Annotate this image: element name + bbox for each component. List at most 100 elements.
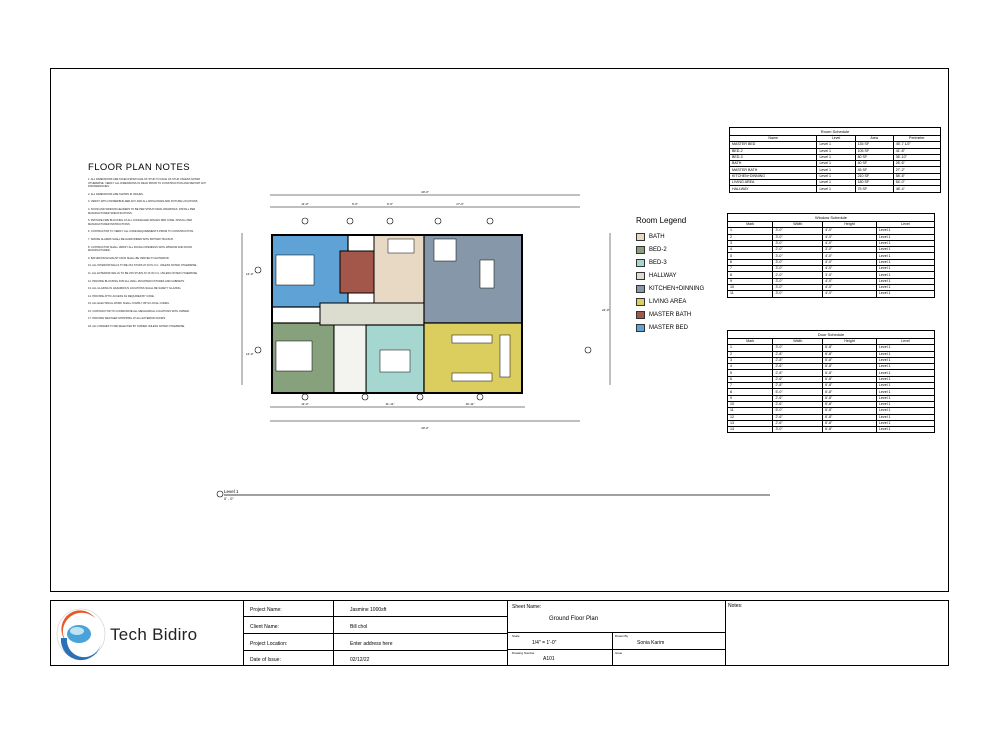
table-cell: Level 1 <box>875 375 936 384</box>
dim-bottom-2: 11'-11" <box>386 402 395 406</box>
company-name: Tech Bidiro <box>110 625 198 644</box>
legend-label: MASTER BATH <box>649 311 692 318</box>
dim-top-1: 11'-0" <box>301 202 308 206</box>
note-item: 16. CONTRACTOR TO COORDINATE ALL MECHANI… <box>88 309 190 313</box>
notes-list: 1. ALL DIMENSIONS ARE TAKEN FROM FACE OF… <box>88 178 208 329</box>
table-cell: Level 1 <box>875 283 936 292</box>
note-item: 5. PROVIDE FIRE BLOCKING AT ALL CONCEALE… <box>88 219 192 226</box>
dim-bottom-3: 16'-11" <box>465 402 474 406</box>
tb-divider-3 <box>725 600 726 666</box>
value-project-name: Jasmine 1000sft <box>350 607 387 613</box>
table-cell: Level 1 <box>875 419 936 428</box>
note-item: 14. PROVIDE ATTIC ACCESS AS REQUIRED BY … <box>88 294 155 298</box>
label-date-of-issue: Date of Issue: <box>250 657 281 663</box>
dim-side-1: 12'-0" <box>246 272 254 276</box>
note-item: 3. VERIFY WITH OWNER/BUILDER ANY AND ALL… <box>88 200 199 204</box>
schedule-header-cell: Mark <box>726 337 774 346</box>
table-cell: 8 <box>726 388 774 396</box>
table-cell: 8 <box>726 271 774 279</box>
dim-bottom-1: 11'-0" <box>301 402 308 406</box>
table-cell: Level 1 <box>875 344 936 352</box>
table-cell: 11 <box>726 290 774 298</box>
drawing-frame <box>50 68 949 592</box>
table-cell: Level 1 <box>875 413 936 421</box>
table-cell: Level 1 <box>875 277 936 285</box>
label-client-name: Client Name: <box>250 624 279 630</box>
level-elevation: 0' - 0" <box>224 497 234 501</box>
table-cell: 10 <box>726 283 774 292</box>
tb-divider-2 <box>507 600 508 666</box>
legend-swatch <box>636 323 645 332</box>
level-marker: Level 1 0' - 0" <box>216 489 770 501</box>
table-cell: 10 <box>726 400 774 409</box>
label-project-name: Project Name: <box>250 607 282 613</box>
table-cell: 5 <box>726 252 774 260</box>
note-item: 18. ALL FINISHES TO BE SELECTED BY OWNER… <box>88 325 186 329</box>
legend-swatch <box>636 258 645 267</box>
label-drawing-number: Drawing Number <box>512 651 535 655</box>
notes-title: FLOOR PLAN NOTES <box>88 162 190 173</box>
schedule-header-cell: Level <box>875 337 936 346</box>
note-item: 11. ALL EXTERIOR WALLS TO BE 2X6 STUDS A… <box>88 271 198 275</box>
legend-label: KITCHEN+DINNING <box>649 285 705 292</box>
table-cell: Level 1 <box>875 407 936 415</box>
floor-plan-notes: FLOOR PLAN NOTES 1. ALL DIMENSIONS ARE T… <box>88 162 208 333</box>
table-cell: HALLWAY <box>728 185 818 193</box>
table-cell: Level 1 <box>875 290 936 298</box>
room-master-bath <box>339 250 375 294</box>
table-cell: Level 1 <box>875 265 936 273</box>
value-drawing-number: A101 <box>543 656 555 662</box>
legend-swatch <box>636 271 645 280</box>
legend-label: MASTER BED <box>649 324 689 331</box>
legend-item: BATH <box>636 230 704 243</box>
table-cell: Level 1 <box>875 356 936 365</box>
table-cell: Level 1 <box>875 350 936 358</box>
label-sheet-name: Sheet Name: <box>512 604 542 610</box>
note-item: 10. ALL INTERIOR WALLS TO BE 2X4 STUDS A… <box>88 264 198 268</box>
table-cell: 3'-0" <box>772 290 824 298</box>
value-sheet-name: Ground Floor Plan <box>549 616 599 622</box>
dim-bottom-overall: 40'-0" <box>421 426 429 430</box>
legend-item: BED-3 <box>636 256 704 269</box>
note-item: 7. SMOKE ALARMS SHALL BE HARD WIRED WITH… <box>88 237 174 241</box>
title-block-frame <box>50 600 949 666</box>
door-schedule-title: Door Schedule <box>727 330 935 338</box>
table-cell: 14 <box>726 426 774 434</box>
table-cell: 3'-0" <box>772 426 824 434</box>
legend-label: BATH <box>649 233 665 240</box>
table-cell: 7 <box>726 265 774 273</box>
table-cell: 4 <box>726 363 774 371</box>
table-cell: 3 <box>726 356 774 365</box>
table-cell: 75 SF <box>854 185 894 193</box>
legend-item: HALLWAY <box>636 269 704 282</box>
table-cell: 6'-8" <box>822 426 877 434</box>
legend-item: KITCHEN+DINNING <box>636 282 704 295</box>
value-project-location: Enter address here <box>350 641 393 647</box>
legend-swatch <box>636 297 645 306</box>
table-cell: Level 1 <box>875 388 936 396</box>
dim-top-4: 17'-0" <box>456 202 464 206</box>
legend-item: LIVING AREA <box>636 295 704 308</box>
table-cell: Level 1 <box>875 426 936 434</box>
floor-plan-drawing: 40'-0" 11'-0" 6'-0" 6'-0" 17'-0" 24'-0" … <box>241 190 611 430</box>
note-item: 2. ALL DIMENSIONS ARE SHOWN IN INCHES. <box>88 192 144 196</box>
note-item: 15. ALL ELECTRICAL WORK SHALL COMPLY WIT… <box>88 302 170 306</box>
note-item: 8. CONTRACTOR SHALL VERIFY ALL ROUGH OPE… <box>88 245 192 253</box>
